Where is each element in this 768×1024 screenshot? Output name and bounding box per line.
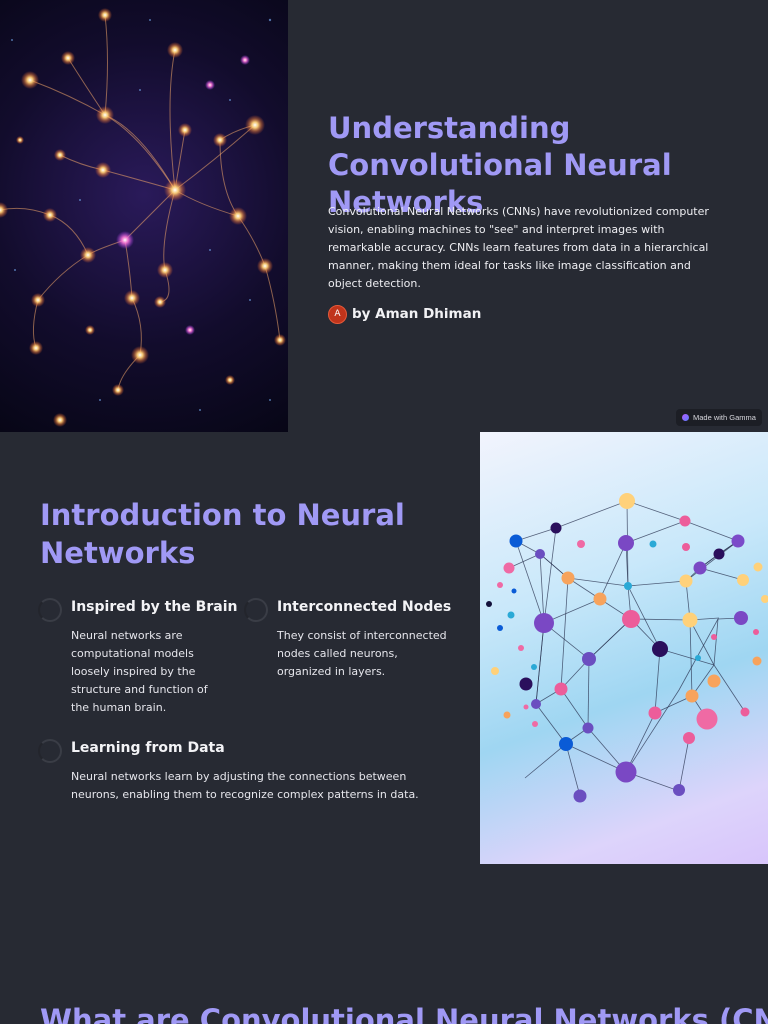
feature-bullet-icon (38, 598, 62, 622)
author-name: by Aman Dhiman (352, 306, 482, 322)
feature-text: They consist of interconnected nodes cal… (277, 629, 447, 678)
gamma-logo-icon (682, 414, 689, 421)
network-graph-image (480, 432, 768, 864)
feature-text: Neural networks learn by adjusting the c… (71, 770, 419, 801)
feature-heading: Inspired by the Brain (71, 599, 238, 615)
neural-network-glow-image (0, 0, 288, 432)
section-title: Introduction to Neural Networks (40, 498, 405, 570)
page-title: Understanding Convolutional Neural Netwo… (328, 111, 672, 219)
slide-what-are-cnns: What are Convolutional Neural Networks (… (0, 864, 768, 1024)
intro-description: Convolutional Neural Networks (CNNs) hav… (328, 205, 709, 290)
section-title: What are Convolutional Neural Networks (… (40, 1003, 768, 1024)
slide-introduction: Introduction to Neural Networks Inspired… (0, 432, 768, 864)
feature-bullet-icon (244, 598, 268, 622)
network-graph-illustration (486, 493, 768, 803)
feature-heading: Learning from Data (71, 740, 225, 756)
feature-heading: Interconnected Nodes (277, 599, 452, 615)
avatar: A (328, 304, 347, 324)
neuron-illustration (0, 8, 286, 427)
author-byline: A by Aman Dhiman (328, 304, 481, 324)
badge-label: Made with Gamma (693, 413, 756, 422)
feature-text: Neural networks are computational models… (71, 629, 208, 714)
feature-bullet-icon (38, 739, 62, 763)
slide-title: Understanding Convolutional Neural Netwo… (0, 0, 768, 432)
made-with-gamma-badge[interactable]: Made with Gamma (676, 409, 762, 426)
